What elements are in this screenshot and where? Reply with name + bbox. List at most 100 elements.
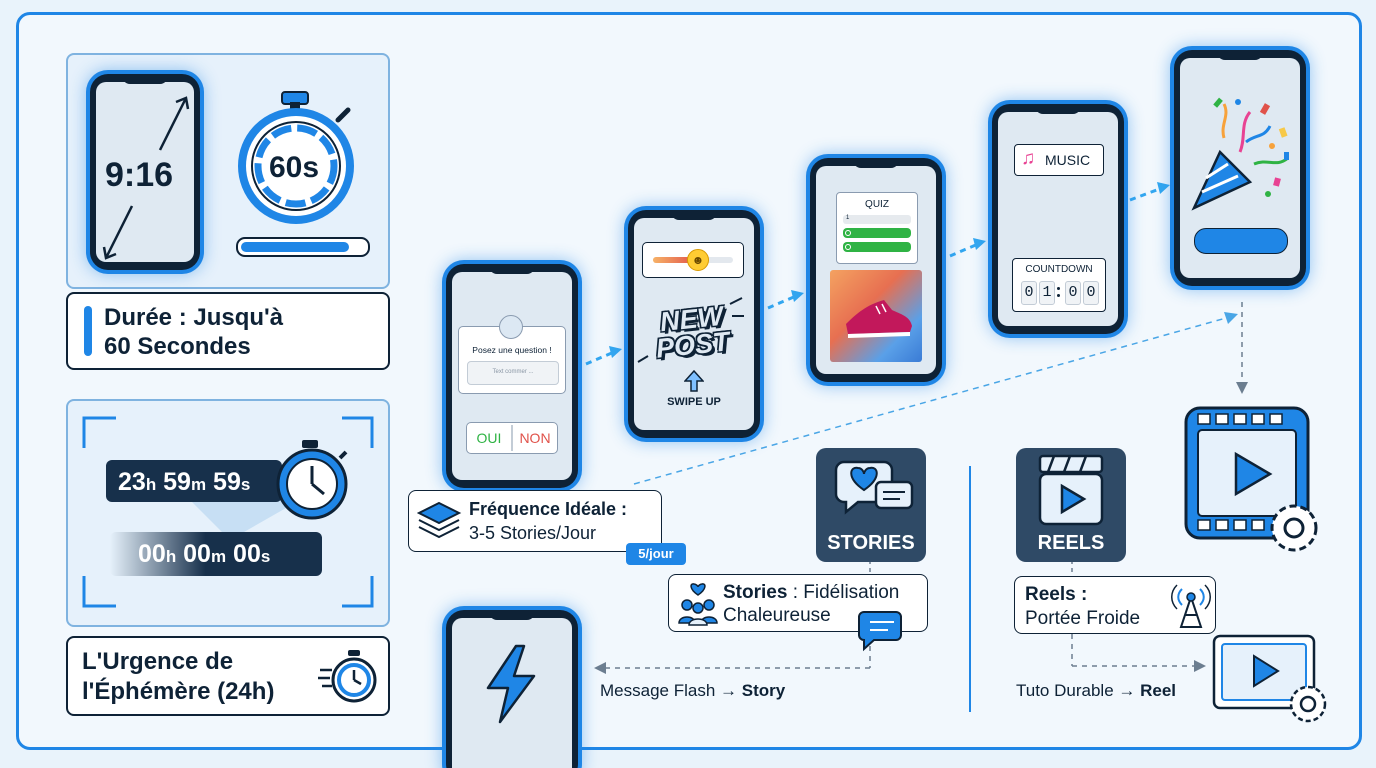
phone-screen: ♫ MUSIC <box>998 112 1118 326</box>
question-phone: Posez une question ! Text commer ... OUI… <box>442 260 582 492</box>
music-sticker[interactable]: ♫ MUSIC <box>1014 144 1104 176</box>
ephemeral-label-line2: l'Éphémère (24h) <box>82 678 275 705</box>
timer-icon <box>318 650 377 703</box>
radio-icon <box>845 244 851 250</box>
stories-badge-text: STORIES <box>827 532 915 554</box>
celebration-phone <box>1170 46 1310 290</box>
quiz-phone: QUIZ 1 <box>806 154 946 386</box>
radio-icon <box>845 230 851 236</box>
frequency-value: 3-5 Stories/Jour <box>469 523 597 543</box>
phone-screen <box>1180 58 1300 278</box>
phone-notch <box>671 212 717 220</box>
stories-label-line2: Chaleureuse <box>723 605 831 626</box>
start-minutes: 59 <box>163 468 191 496</box>
stories-flow-prefix: Message Flash → <box>600 681 742 700</box>
countdown-digit: 0 <box>1065 281 1081 305</box>
newpost-phone: ☻ NEW POST SWIPE UP <box>624 206 764 442</box>
broadcast-antenna-icon <box>1171 584 1211 628</box>
stories-flow-text: Message Flash → Story <box>600 681 785 701</box>
clapperboard-icon <box>1038 454 1104 526</box>
question-input[interactable]: Text commer ... <box>467 361 559 385</box>
duration-label: Durée : Jusqu'à 60 Secondes <box>66 292 390 370</box>
reels-label-line1: Reels : <box>1025 584 1088 605</box>
stories-label: Stories : Fidélisation Chaleureuse <box>668 574 928 632</box>
quiz-option-1[interactable]: 1 <box>843 215 911 224</box>
poll-no[interactable]: NON <box>519 430 551 446</box>
aspect-ratio-text: 9:16 <box>105 156 174 194</box>
question-card: Posez une question ! Text commer ... <box>458 315 566 394</box>
stories-label-rest: : Fidélisation <box>787 582 900 603</box>
phone-notch <box>489 266 535 274</box>
phone-notch <box>122 76 168 84</box>
quiz-title: QUIZ <box>865 199 889 210</box>
quiz-option-3[interactable] <box>843 242 911 252</box>
countdown-label: COUNTDOWN <box>1025 264 1093 275</box>
reels-flow-bold: Reel <box>1140 681 1177 700</box>
start-seconds: 59 <box>213 468 241 496</box>
sound-wave-icon <box>1008 196 1107 236</box>
poll-box: OUI NON <box>466 422 558 454</box>
countdown-end: 00h 00m 00s <box>110 532 322 576</box>
duration-label-line1: Durée : Jusqu'à <box>104 304 284 331</box>
phone-notch <box>489 612 535 620</box>
unit-m: m <box>190 475 207 494</box>
flash-phone <box>442 606 582 768</box>
unit-m: m <box>210 547 227 566</box>
frequency-label: Fréquence Idéale : 3-5 Stories/Jour <box>408 490 662 552</box>
countdown-start: 23h 59m 59s <box>106 460 282 502</box>
ephemeral-label-line1: L'Urgence de <box>82 648 234 675</box>
music-note-icon: ♫ <box>1021 148 1036 169</box>
newpost-line2: POST <box>654 326 731 364</box>
stories-flow-bold: Story <box>741 681 786 700</box>
reels-badge: REELS <box>1016 448 1126 562</box>
phone-screen: Posez une question ! Text commer ... OUI… <box>452 272 572 480</box>
unit-s: s <box>260 547 271 566</box>
reels-label: Reels : Portée Froide <box>1014 576 1216 634</box>
phone-screen: QUIZ 1 <box>816 166 936 374</box>
slider-fill <box>653 257 697 263</box>
unit-h: h <box>145 475 157 494</box>
swipe-up-arrow-icon[interactable] <box>684 370 704 392</box>
quiz-card: QUIZ 1 <box>836 192 918 264</box>
phone-notch <box>1035 106 1081 114</box>
stories-label-line1: Stories : Fidélisation <box>723 582 899 604</box>
ephemeral-panel <box>66 399 390 627</box>
countdown-digit: 1 <box>1039 281 1055 305</box>
duration-progress-track <box>236 237 370 257</box>
phone-screen <box>452 618 572 768</box>
end-hours: 00 <box>138 540 166 568</box>
music-phone: ♫ MUSIC <box>988 100 1128 338</box>
layers-icon <box>417 501 462 539</box>
timer-text: 60s <box>269 151 320 184</box>
stories-label-bold: Stories <box>723 582 788 603</box>
countdown-digit: 0 <box>1083 281 1099 305</box>
phone-notch <box>1217 52 1263 60</box>
start-hours: 23 <box>118 468 146 496</box>
accent-bar <box>84 306 92 356</box>
countdown-colon <box>1055 285 1063 299</box>
end-seconds: 00 <box>233 540 261 568</box>
emoji-slider[interactable]: ☻ <box>642 242 744 278</box>
reels-badge-text: REELS <box>1037 532 1105 554</box>
music-label: MUSIC <box>1045 152 1091 168</box>
swipe-up-text: SWIPE UP <box>667 396 721 408</box>
quiz-option-2[interactable] <box>843 228 911 238</box>
party-popper-icon <box>1191 97 1289 211</box>
poll-yes[interactable]: OUI <box>476 430 502 446</box>
quiz-option-1-text: 1 <box>846 215 850 221</box>
frequency-title: Fréquence Idéale : <box>469 499 628 519</box>
stories-badge: STORIES <box>816 448 926 562</box>
duration-label-line2: 60 Secondes <box>104 333 251 360</box>
cta-button[interactable] <box>1194 228 1288 254</box>
reels-label-line2: Portée Froide <box>1025 608 1141 629</box>
unit-h: h <box>165 547 177 566</box>
reels-flow-text: Tuto Durable → Reel <box>1016 681 1176 701</box>
avatar <box>499 315 523 339</box>
unit-s: s <box>240 475 251 494</box>
smile-emoji-icon[interactable]: ☻ <box>687 249 709 271</box>
community-heart-icon <box>678 583 718 626</box>
sneaker-icon <box>846 300 912 338</box>
